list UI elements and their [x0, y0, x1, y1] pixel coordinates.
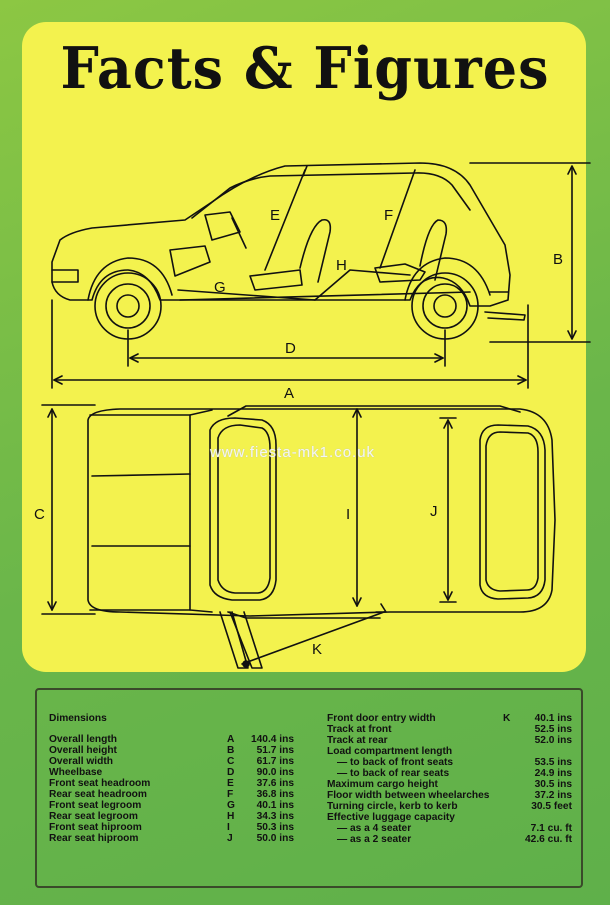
row-value: 34.3 ins [256, 811, 294, 822]
row-code: C [227, 756, 235, 767]
car-top-view [87, 405, 556, 669]
row-value: 61.7 ins [256, 756, 294, 767]
label-e: E [270, 207, 280, 224]
left-dimension-row: Rear seat legroom H 34.3 ins [49, 811, 294, 822]
row-value: 50.3 ins [256, 822, 294, 833]
row-label: Rear seat legroom [49, 811, 138, 822]
label-a: A [284, 385, 294, 402]
row-label: Front seat legroom [49, 800, 142, 811]
row-value: 140.4 ins [250, 734, 294, 745]
row-label: Track at rear [327, 735, 388, 746]
row-code: B [227, 745, 235, 756]
row-value: 36.8 ins [256, 789, 294, 800]
row-code: D [227, 767, 235, 778]
right-dimension-row: Track at front 52.5 ins [327, 724, 572, 735]
right-dimension-row: — to back of front seats 53.5 ins [327, 757, 572, 768]
right-dimension-row: Track at rear 52.0 ins [327, 735, 572, 746]
left-dimension-row: Rear seat headroom F 36.8 ins [49, 789, 294, 800]
row-label: Turning circle, kerb to kerb [327, 801, 458, 812]
left-dimension-row: Front seat legroom G 40.1 ins [49, 800, 294, 811]
label-b: B [553, 251, 563, 268]
row-code: H [227, 811, 235, 822]
row-label: Load compartment length [327, 746, 453, 757]
row-code: G [227, 800, 235, 811]
row-label: Maximum cargo height [327, 779, 438, 790]
row-code: A [227, 734, 235, 745]
label-d: D [285, 340, 296, 357]
label-i: I [346, 506, 350, 523]
car-side-view [51, 162, 526, 340]
row-value: 90.0 ins [256, 767, 294, 778]
row-code: J [227, 833, 233, 844]
right-dimension-row: Effective luggage capacity [327, 812, 572, 823]
row-label: Front seat headroom [49, 778, 151, 789]
car-dimension-diagram: A B C D E F G H I J K [34, 162, 591, 669]
right-dimension-row: — as a 2 seater 42.6 cu. ft [327, 834, 572, 845]
label-f: F [384, 207, 393, 224]
left-dimension-row: Overall height B 51.7 ins [49, 745, 294, 756]
row-label: Front seat hiproom [49, 822, 142, 833]
row-value: 37.6 ins [256, 778, 294, 789]
label-j: J [430, 503, 438, 520]
watermark-text: www.fiesta-mk1.co.uk [210, 444, 376, 461]
row-value: 24.9 ins [534, 768, 572, 779]
left-dimension-row: Front seat hiproom I 50.3 ins [49, 822, 294, 833]
row-value: 42.6 cu. ft [525, 834, 572, 845]
row-label: Rear seat hiproom [49, 833, 139, 844]
row-label: — to back of rear seats [337, 768, 450, 779]
left-dimension-row: Front seat headroom E 37.6 ins [49, 778, 294, 789]
right-dimension-row: Turning circle, kerb to kerb 30.5 feet [327, 801, 572, 812]
right-dimension-row: — as a 4 seater 7.1 cu. ft [327, 823, 572, 834]
label-c: C [34, 506, 45, 523]
row-code: F [227, 789, 234, 800]
left-dimension-row: Overall length A 140.4 ins [49, 734, 294, 745]
label-h: H [336, 257, 347, 274]
row-label: Track at front [327, 724, 392, 735]
row-code: K [503, 713, 511, 724]
right-dimension-row: Maximum cargo height 30.5 ins [327, 779, 572, 790]
row-label: Rear seat headroom [49, 789, 147, 800]
row-label: Floor width between wheelarches [327, 790, 490, 801]
right-dimension-row: Front door entry width K 40.1 ins [327, 713, 572, 724]
row-value: 40.1 ins [256, 800, 294, 811]
row-label: — as a 2 seater [337, 834, 412, 845]
right-dimension-row: Load compartment length [327, 746, 572, 757]
row-value: 53.5 ins [534, 757, 572, 768]
label-k: K [312, 641, 322, 658]
row-value: 30.5 ins [534, 779, 572, 790]
row-value: 52.0 ins [534, 735, 572, 746]
right-dimension-row: — to back of rear seats 24.9 ins [327, 768, 572, 779]
dimensions-heading: Dimensions [49, 713, 107, 724]
specifications-box [35, 688, 583, 888]
left-dimension-row: Rear seat hiproom J 50.0 ins [49, 833, 294, 844]
row-value: 40.1 ins [534, 713, 572, 724]
row-label: — as a 4 seater [337, 823, 412, 834]
row-label: — to back of front seats [337, 757, 454, 768]
row-label: Effective luggage capacity [327, 812, 455, 823]
row-label: Front door entry width [327, 713, 436, 724]
row-code: I [227, 822, 230, 833]
row-value: 51.7 ins [256, 745, 294, 756]
row-value: 30.5 feet [531, 801, 572, 812]
row-label: Overall height [49, 745, 117, 756]
row-code: E [227, 778, 234, 789]
yellow-panel [22, 22, 586, 672]
row-value: 50.0 ins [256, 833, 294, 844]
row-value: 37.2 ins [534, 790, 572, 801]
left-dimension-row: Overall width C 61.7 ins [49, 756, 294, 767]
row-label: Overall width [49, 756, 113, 767]
label-g: G [214, 279, 226, 296]
left-dimension-row: Wheelbase D 90.0 ins [49, 767, 294, 778]
row-label: Overall length [49, 734, 117, 745]
row-value: 52.5 ins [534, 724, 572, 735]
row-label: Wheelbase [49, 767, 103, 778]
page-title: Facts & Figures [60, 34, 550, 102]
right-dimension-row: Floor width between wheelarches 37.2 ins [327, 790, 572, 801]
row-value: 7.1 cu. ft [530, 823, 572, 834]
